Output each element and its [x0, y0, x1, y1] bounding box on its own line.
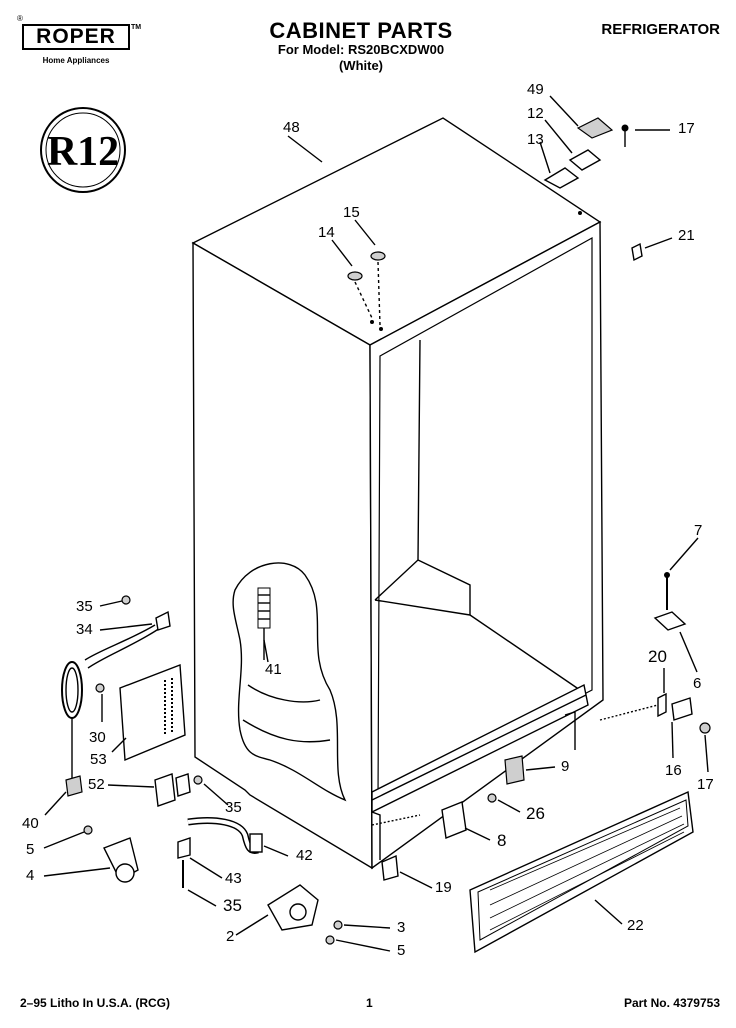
- callout-2: 2: [226, 928, 235, 945]
- callout-35-top: 35: [76, 598, 93, 615]
- callout-42: 42: [296, 847, 313, 864]
- callout-14: 14: [318, 224, 335, 241]
- callout-34: 34: [76, 621, 93, 638]
- brand-logo: ROPER: [22, 24, 130, 50]
- rollers: [83, 825, 343, 945]
- drain-tube: [177, 817, 263, 888]
- product-category: REFRIGERATOR: [601, 21, 720, 38]
- registered-mark: ®: [17, 14, 23, 23]
- callout-35-middle: 35: [225, 799, 242, 816]
- callout-53: 53: [90, 751, 107, 768]
- callout-21: 21: [678, 227, 695, 244]
- callout-22: 22: [627, 917, 644, 934]
- callout-5-lower: 5: [397, 942, 406, 959]
- callout-35-bottom: 35: [223, 896, 242, 915]
- model-color: (White): [338, 58, 384, 73]
- r12-badge-text: R12: [47, 129, 119, 175]
- cabinet-shell: [191, 117, 604, 870]
- callout-26: 26: [526, 804, 545, 823]
- callout-43: 43: [225, 870, 242, 887]
- callout-16: 16: [665, 762, 682, 779]
- brand-tagline: Home Appliances: [42, 56, 110, 65]
- callout-13: 13: [527, 131, 544, 148]
- callout-49: 49: [527, 81, 544, 98]
- callout-4: 4: [26, 867, 35, 884]
- top-plugs: [347, 251, 386, 331]
- callout-48: 48: [283, 119, 300, 136]
- leader-lines: [43, 95, 709, 952]
- part-number: Part No. 4379753: [623, 996, 720, 1010]
- lower-brackets: [371, 793, 497, 881]
- electrical-assembly: [61, 595, 203, 807]
- callout-15: 15: [343, 204, 360, 221]
- callout-20: 20: [648, 647, 667, 666]
- model-number: For Model: RS20BCXDW00: [277, 42, 445, 57]
- callout-9: 9: [561, 758, 570, 775]
- trademark-mark: TM: [131, 24, 142, 31]
- callout-40: 40: [22, 815, 39, 832]
- callout-8: 8: [497, 831, 507, 850]
- callout-12: 12: [527, 105, 544, 122]
- page-number: 1: [366, 996, 373, 1010]
- callout-30: 30: [89, 729, 106, 746]
- callout-41: 41: [265, 661, 282, 678]
- callout-3: 3: [397, 919, 406, 936]
- callout-52: 52: [88, 776, 105, 793]
- grille-part: [469, 790, 694, 954]
- r12-refrigerant-badge: R12: [40, 107, 126, 193]
- callout-5-upper: 5: [26, 841, 35, 858]
- callout-17-top: 17: [678, 120, 695, 137]
- right-leveling-parts: [504, 572, 711, 785]
- callout-17-right: 17: [697, 776, 714, 793]
- callout-19: 19: [435, 879, 452, 896]
- print-info: 2–95 Litho In U.S.A. (RCG): [20, 996, 171, 1010]
- callout-7: 7: [694, 522, 703, 539]
- callout-6: 6: [693, 675, 702, 692]
- top-hinge-assembly: [543, 117, 643, 262]
- page-title: CABINET PARTS: [269, 18, 453, 43]
